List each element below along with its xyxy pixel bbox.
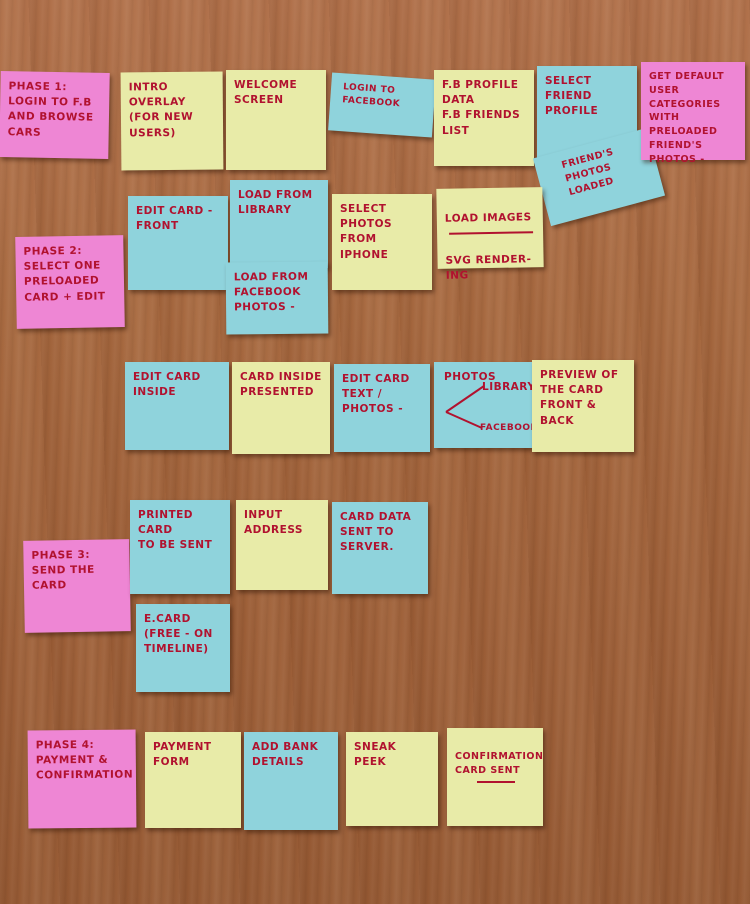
load-images-note[interactable]: LOAD IMAGES SVG RENDER- ING	[436, 187, 544, 282]
edit-text-photos-note[interactable]: EDIT CARD TEXT / PHOTOS -	[334, 364, 430, 452]
branch-arrows-icon	[445, 385, 485, 429]
phase-2-note[interactable]: PHASE 2: SELECT ONE PRELOADED CARD + EDI…	[15, 235, 125, 329]
facebook-label: FACEBOOK	[480, 423, 538, 433]
ecard-note[interactable]: E.CARD (FREE - ON TIMELINE)	[136, 604, 230, 692]
card-data-server-note[interactable]: CARD DATA SENT TO SERVER.	[332, 502, 428, 594]
confirmation-label: CONFIRMATION CARD SENT	[455, 750, 544, 776]
welcome-screen-note[interactable]: WELCOME SCREEN	[226, 70, 326, 170]
load-images-divider	[449, 231, 534, 236]
load-from-library-note[interactable]: LOAD FROM LIBRARY	[230, 180, 328, 268]
load-from-facebook-note[interactable]: LOAD FROM FACEBOOK PHOTOS -	[225, 261, 329, 335]
printed-card-note[interactable]: PRINTED CARD TO BE SENT	[130, 500, 230, 594]
add-bank-details-note[interactable]: ADD BANK DETAILS	[244, 732, 338, 830]
default-categories-note[interactable]: GET DEFAULT USER CATEGORIES WITH PRELOAD…	[641, 62, 745, 165]
login-facebook-note[interactable]: LOGIN TO FACEBOOK	[328, 72, 436, 138]
select-photos-iphone-note[interactable]: SELECT PHOTOS FROM IPHONE	[332, 194, 432, 290]
library-label: LIBRARY	[482, 381, 536, 393]
photos-source-note[interactable]: PHOTOS LIBRARY FACEBOOK	[434, 362, 537, 448]
svg-rendering-label: SVG RENDER- ING	[445, 252, 532, 282]
payment-form-note[interactable]: PAYMENT FORM	[145, 732, 241, 828]
phase-1-note[interactable]: PHASE 1: LOGIN TO F.B AND BROWSE CARS	[0, 71, 110, 159]
intro-overlay-note[interactable]: INTRO OVERLAY (FOR NEW USERS)	[120, 71, 224, 171]
confirmation-note[interactable]: CONFIRMATION CARD SENT	[447, 728, 543, 826]
preview-card-note[interactable]: PREVIEW OF THE CARD FRONT & BACK	[532, 360, 634, 452]
photos-label: PHOTOS	[444, 371, 497, 383]
edit-card-inside-note[interactable]: EDIT CARD INSIDE	[125, 362, 229, 450]
sneak-peek-note[interactable]: SNEAK PEEK	[346, 732, 438, 826]
phase-3-note[interactable]: PHASE 3: SEND THE CARD	[23, 539, 131, 633]
edit-card-front-note[interactable]: EDIT CARD - FRONT	[128, 196, 228, 290]
load-images-label: LOAD IMAGES	[444, 211, 532, 226]
confirmation-underline	[477, 781, 515, 784]
fb-profile-data-note[interactable]: F.B PROFILE DATA F.B FRIENDS LIST	[434, 70, 534, 166]
phase-4-note[interactable]: PHASE 4: PAYMENT & CONFIRMATION	[27, 729, 137, 829]
input-address-note[interactable]: INPUT ADDRESS	[236, 500, 328, 590]
card-inside-presented-note[interactable]: CARD INSIDE PRESENTED	[232, 362, 330, 454]
